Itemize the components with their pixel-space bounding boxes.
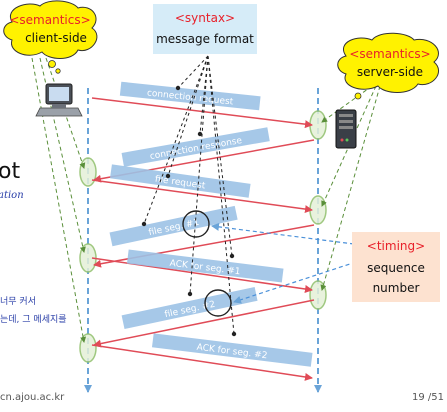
footer-site: cn.ajou.ac.kr: [0, 392, 65, 403]
msg-label-connection-response: connection response: [149, 136, 243, 162]
syntax-connectors: [143, 55, 235, 335]
message-labels: connection request connection response f…: [109, 81, 313, 367]
client-computer-icon: [35, 83, 83, 117]
client-event-ellipse: [79, 157, 97, 187]
server-event-ellipse: [309, 110, 327, 140]
client-semantics-bubble: <semantics> client-side: [3, 0, 98, 74]
server-semantics-title: server-side: [357, 65, 423, 79]
arrow-ack-seg-2: [91, 344, 313, 381]
syntax-connector-dots: [141, 85, 237, 337]
syntax-tag: <syntax>: [175, 11, 235, 25]
client-semantics-title: client-side: [25, 31, 87, 45]
footer-page: 19 /51: [412, 392, 444, 403]
syntax-title: message format: [156, 32, 254, 46]
timing-box: <timing> sequence number: [352, 232, 440, 302]
server-event-ellipse: [309, 280, 327, 310]
server-semantics-tag: <semantics>: [349, 47, 430, 61]
server-semantics-bubble: <semantics> server-side: [337, 32, 440, 100]
arrow-file-request: [91, 179, 313, 214]
timing-connectors: [211, 222, 357, 304]
korean-note-line1: 너무 커서: [0, 296, 36, 307]
timing-tag: <timing>: [367, 239, 425, 253]
server-tower-icon: [335, 109, 357, 149]
korean-note-line2: 는데, 그 메세지를: [0, 314, 67, 325]
client-semantics-tag: <semantics>: [9, 13, 90, 27]
seq-highlight-circle-1: [182, 210, 210, 238]
client-event-ellipse: [79, 333, 97, 363]
syntax-box: <syntax> message format: [153, 4, 257, 54]
left-partial-word: ot: [0, 159, 20, 184]
arrow-file-seg-2: [93, 299, 315, 348]
timing-line1: sequence: [367, 261, 425, 275]
server-event-ellipse: [309, 195, 327, 225]
left-partial-sub: ation: [0, 190, 24, 201]
timing-line2: number: [373, 281, 420, 295]
